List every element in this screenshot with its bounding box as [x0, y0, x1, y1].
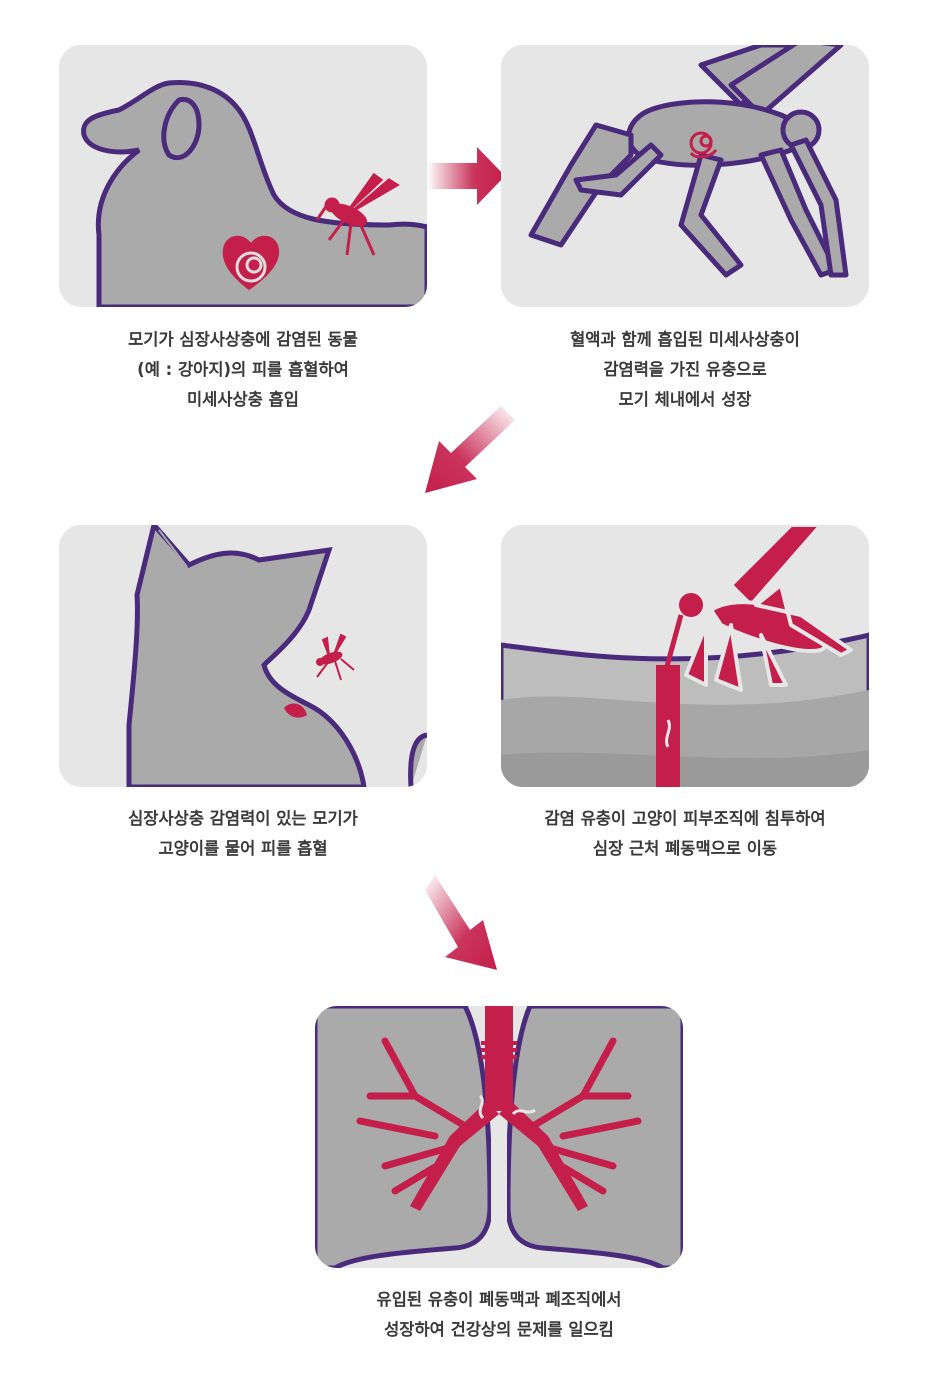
step1-caption: 모기가 심장사상충에 감염된 동물 (예 : 강아지)의 피를 흡혈하여 미세사… [59, 325, 427, 415]
cat-ear-shadow [158, 529, 188, 568]
caption-line: 감염 유충이 고양이 피부조직에 침투하여 [544, 809, 826, 828]
step2-caption: 혈액과 함께 흡입된 미세사상충이 감염력을 가진 유충으로 모기 체내에서 성… [501, 325, 869, 415]
step5-caption: 유입된 유충이 폐동맥과 폐조직에서 성장하여 건강상의 문제를 일으킴 [315, 1285, 683, 1345]
step4-illustration [501, 525, 869, 787]
right-lung [505, 1006, 683, 1268]
arrow-step1-to-step2 [427, 147, 505, 205]
skin-penetration-graphic [501, 525, 869, 787]
left-lung [315, 1006, 493, 1268]
step5-illustration [315, 1006, 683, 1268]
caption-line: (예 : 강아지)의 피를 흡혈하여 [137, 360, 349, 379]
tissue-layer-2 [501, 750, 869, 787]
heart-shape [222, 235, 280, 290]
caption-line: 고양이를 물어 피를 흡혈 [158, 839, 328, 858]
cat-silhouette [126, 525, 367, 787]
mosquito-icon [316, 633, 355, 681]
mosquito-icon [663, 525, 853, 692]
arrow-step2-to-step3 [425, 406, 515, 493]
caption-line: 모기가 심장사상충에 감염된 동물 [128, 330, 358, 349]
cat-mosquito-graphic [126, 525, 427, 787]
lungs-graphic [315, 1006, 683, 1268]
dog-ear [161, 96, 202, 160]
bite-spot [284, 703, 307, 718]
second-cat-edge [408, 732, 427, 787]
step2-illustration [501, 45, 869, 307]
dog-mosquito-graphic [81, 79, 427, 307]
artery-branches [356, 1037, 642, 1195]
caption-line: 모기 체내에서 성장 [618, 390, 752, 409]
caption-line: 감염력을 가진 유충으로 [603, 360, 767, 379]
mosquito-icon [315, 172, 400, 256]
larva-icon [665, 719, 671, 748]
caption-line: 성장하여 건강상의 문제를 일으킴 [384, 1320, 614, 1339]
step3-caption: 심장사상충 감염력이 있는 모기가 고양이를 물어 피를 흡혈 [59, 804, 427, 864]
arrow-step4-to-step5 [425, 875, 497, 970]
caption-line: 심장 근처 폐동맥으로 이동 [592, 839, 778, 858]
larva-icon [689, 131, 718, 159]
step3-illustration [59, 525, 427, 787]
lung-gap [491, 1106, 507, 1236]
step4-caption: 감염 유충이 고양이 피부조직에 침투하여 심장 근처 폐동맥으로 이동 [501, 804, 869, 864]
caption-line: 유입된 유충이 폐동맥과 폐조직에서 [376, 1290, 622, 1309]
pulmonary-artery [410, 1006, 588, 1211]
mosquito-closeup-graphic [528, 45, 849, 278]
step1-illustration [59, 45, 427, 307]
larva-icon [478, 1094, 536, 1120]
caption-line: 심장사상충 감염력이 있는 모기가 [128, 809, 358, 828]
caption-line: 혈액과 함께 흡입된 미세사상충이 [570, 330, 800, 349]
caption-line: 미세사상충 흡입 [186, 390, 299, 409]
